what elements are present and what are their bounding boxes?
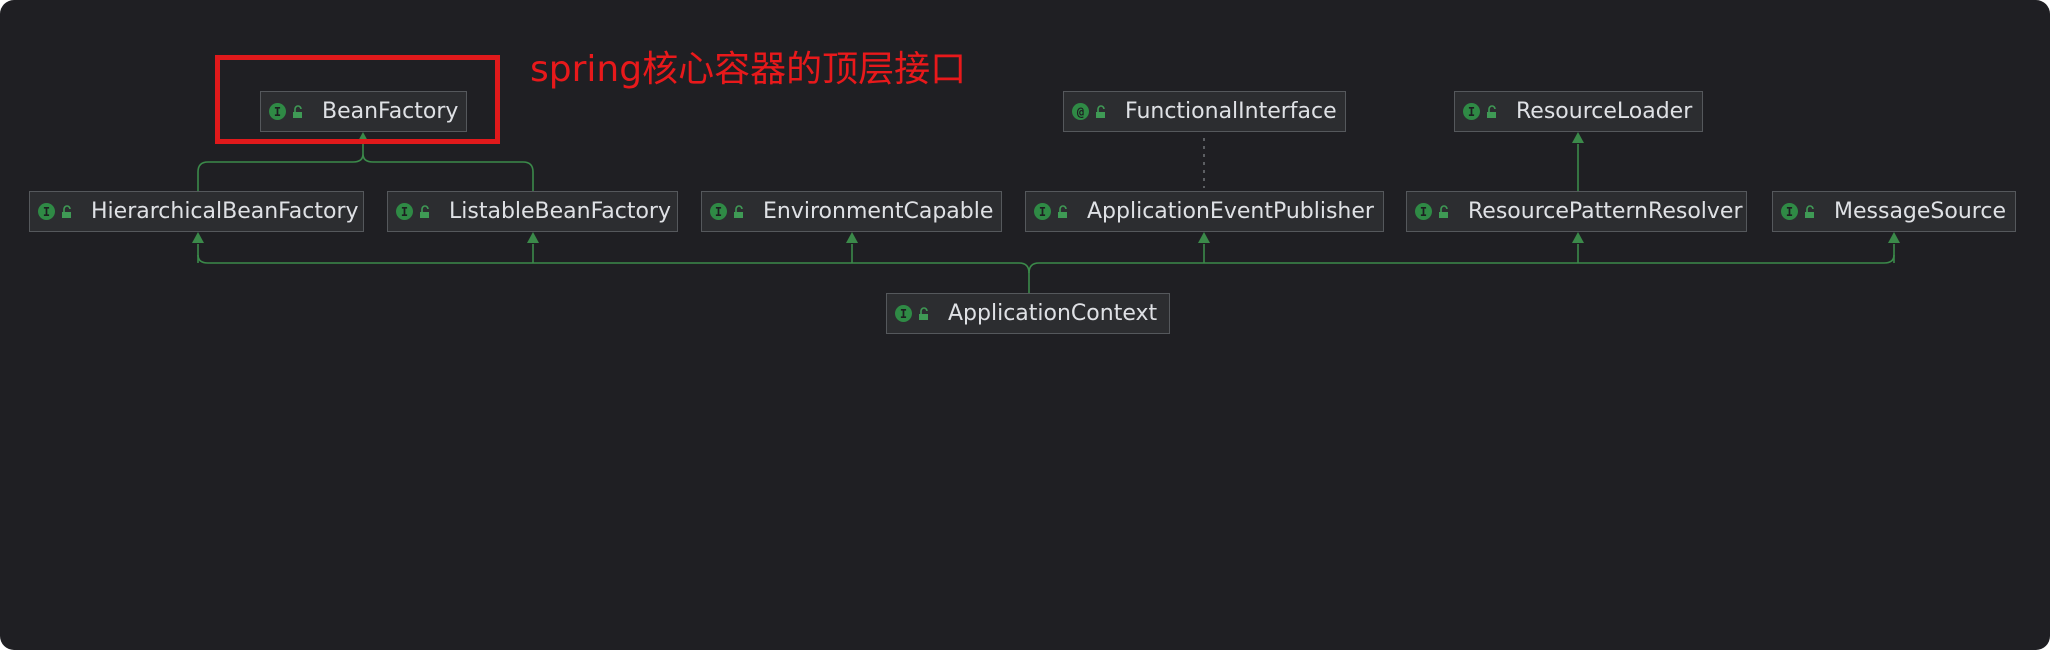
- node-hierarchicalbeanfactory[interactable]: I HierarchicalBeanFactory: [29, 191, 364, 232]
- node-label: MessageSource: [1834, 199, 2006, 224]
- arrow-head-resourceloader: [1572, 132, 1584, 143]
- interface-icon: I: [1415, 203, 1432, 220]
- unlock-icon: [1096, 104, 1105, 118]
- interface-icon: I: [269, 103, 286, 120]
- interface-icon: I: [1034, 203, 1051, 220]
- node-applicationcontext[interactable]: I ApplicationContext: [886, 293, 1170, 334]
- unlock-icon: [1805, 204, 1814, 218]
- highlight-box: [215, 55, 500, 144]
- edge-to-beanfactory: [197, 153, 534, 191]
- unlock-icon: [734, 204, 743, 218]
- node-resourceloader[interactable]: I ResourceLoader: [1454, 91, 1703, 132]
- arrow-head-messagesource: [1888, 232, 1900, 243]
- node-label: FunctionalInterface: [1125, 99, 1337, 124]
- interface-icon: I: [38, 203, 55, 220]
- unlock-icon: [1439, 204, 1448, 218]
- unlock-icon: [293, 104, 302, 118]
- interface-icon: I: [1463, 103, 1480, 120]
- interface-icon: I: [396, 203, 413, 220]
- unlock-icon: [919, 306, 928, 320]
- node-messagesource[interactable]: I MessageSource: [1772, 191, 2016, 232]
- unlock-icon: [62, 204, 71, 218]
- node-label: HierarchicalBeanFactory: [91, 199, 359, 224]
- node-resourcepatternresolver[interactable]: I ResourcePatternResolver: [1406, 191, 1747, 232]
- interface-icon: I: [895, 305, 912, 322]
- annotation-icon: @: [1072, 103, 1089, 120]
- node-environmentcapable[interactable]: I EnvironmentCapable: [701, 191, 1002, 232]
- arrow-head-eventpublisher: [1198, 232, 1210, 243]
- unlock-icon: [1487, 104, 1496, 118]
- node-label: ApplicationContext: [948, 301, 1158, 326]
- arrow-head-hierarchical: [192, 232, 204, 243]
- node-label: ResourcePatternResolver: [1468, 199, 1743, 224]
- node-listablebeanfactory[interactable]: I ListableBeanFactory: [387, 191, 678, 232]
- edge-context-left-bus: [197, 254, 1030, 293]
- arrow-head-listable: [527, 232, 539, 243]
- node-label: ResourceLoader: [1516, 99, 1693, 124]
- node-beanfactory[interactable]: I BeanFactory: [260, 91, 467, 132]
- unlock-icon: [420, 204, 429, 218]
- node-label: ListableBeanFactory: [449, 199, 671, 224]
- node-label: EnvironmentCapable: [763, 199, 994, 224]
- edge-context-right-bus: [1028, 254, 1895, 274]
- interface-icon: I: [1781, 203, 1798, 220]
- node-label: ApplicationEventPublisher: [1087, 199, 1374, 224]
- node-applicationeventpublisher[interactable]: I ApplicationEventPublisher: [1025, 191, 1384, 232]
- node-functionalinterface[interactable]: @ FunctionalInterface: [1063, 91, 1346, 132]
- interface-icon: I: [710, 203, 727, 220]
- arrow-head-patternresolver: [1572, 232, 1584, 243]
- unlock-icon: [1058, 204, 1067, 218]
- arrow-head-environment: [846, 232, 858, 243]
- annotation-text: spring核心容器的顶层接口: [530, 49, 967, 90]
- node-label: BeanFactory: [322, 99, 459, 124]
